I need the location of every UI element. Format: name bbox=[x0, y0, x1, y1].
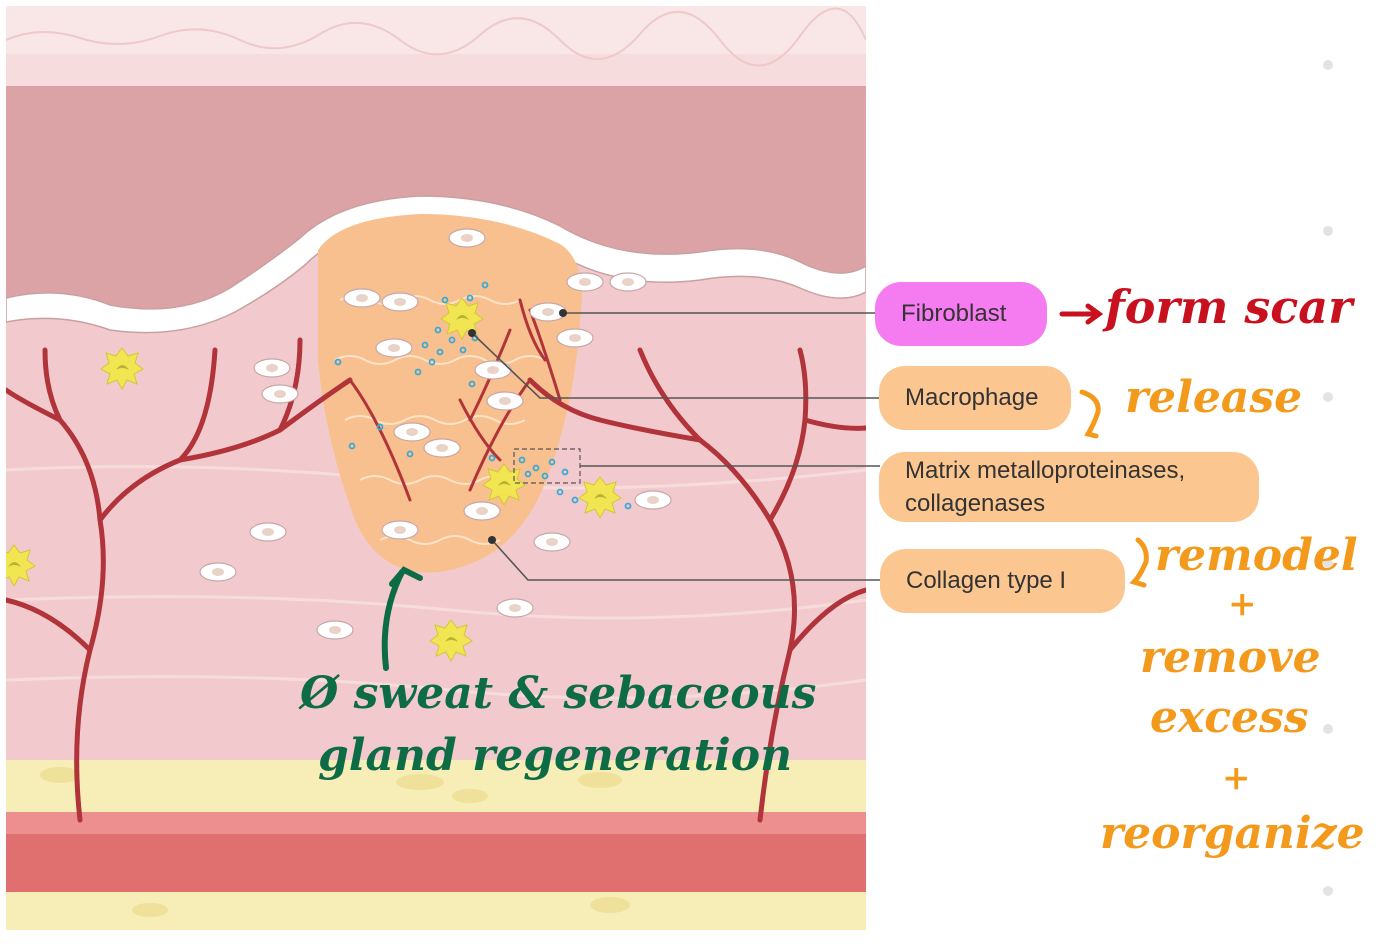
page-dot bbox=[1323, 392, 1333, 402]
page-dot bbox=[1323, 558, 1333, 568]
brace-remodel-icon bbox=[1129, 537, 1149, 588]
note-release: release bbox=[1125, 372, 1303, 423]
note-plus: + bbox=[1228, 584, 1257, 624]
epidermal-cell-row bbox=[6, 195, 866, 334]
label-collagen-text: Collagen type I bbox=[906, 567, 1067, 594]
skin-cross-section bbox=[6, 6, 866, 930]
label-fibroblast: Fibroblast bbox=[875, 282, 1047, 346]
page-dot bbox=[1323, 226, 1333, 236]
arrow-right-icon bbox=[1059, 303, 1104, 325]
pointer-dot-fibroblast bbox=[559, 309, 567, 317]
note-remove: remove bbox=[1140, 632, 1321, 683]
page-dot bbox=[1323, 886, 1333, 896]
label-fibroblast-text: Fibroblast bbox=[901, 300, 1007, 327]
label-matrix-metalloproteinases: Matrix metalloproteinases, collagenases bbox=[879, 452, 1259, 522]
note-remodel: remodel bbox=[1155, 530, 1358, 581]
label-mmp-line1: Matrix metalloproteinases, bbox=[905, 457, 1186, 484]
note-plus: + bbox=[1222, 758, 1251, 798]
page-dot bbox=[1323, 60, 1333, 70]
note-gland-line1: Ø sweat & sebaceous bbox=[300, 668, 817, 719]
label-collagen: Collagen type I bbox=[880, 549, 1125, 613]
brace-release-icon bbox=[1079, 389, 1101, 439]
leader-lines bbox=[471, 312, 880, 581]
enzyme-dots bbox=[334, 281, 632, 510]
label-macrophage-text: Macrophage bbox=[905, 384, 1039, 411]
note-excess: excess bbox=[1150, 692, 1309, 743]
arrow-up-icon bbox=[381, 566, 423, 671]
note-form-scar: form scar bbox=[1105, 280, 1353, 334]
pointer-dot-collagen bbox=[488, 536, 496, 544]
page-dot bbox=[1323, 724, 1333, 734]
label-macrophage: Macrophage bbox=[879, 366, 1071, 430]
note-reorganize: reorganize bbox=[1100, 808, 1365, 859]
note-gland-line2: gland regeneration bbox=[318, 730, 793, 781]
pointer-dot-macrophage bbox=[468, 329, 476, 337]
capillary-network bbox=[6, 337, 866, 823]
label-mmp-line2: collagenases bbox=[905, 490, 1046, 517]
